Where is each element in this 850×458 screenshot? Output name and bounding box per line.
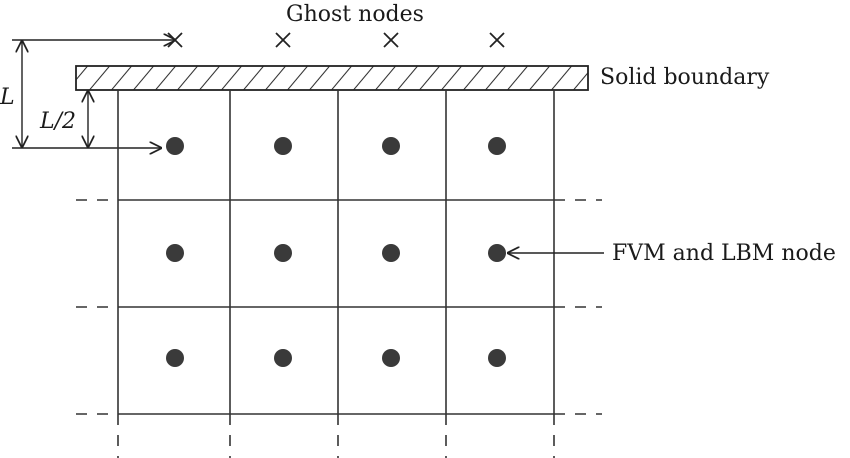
grid-lines (117, 90, 555, 415)
dimension-L (12, 40, 176, 148)
ghost-node-cross-icon (275, 32, 291, 48)
solid-boundary-label: Solid boundary (600, 65, 770, 90)
node-dot (166, 349, 184, 367)
node-dot (488, 244, 506, 262)
node-dot (166, 137, 184, 155)
node-dot (274, 244, 292, 262)
grid-continuation-dashes (76, 199, 602, 458)
ghost-nodes-label: Ghost nodes (286, 2, 424, 27)
node-dot (166, 244, 184, 262)
fvm-lbm-nodes (166, 137, 506, 367)
node-dot (488, 137, 506, 155)
node-dot (274, 137, 292, 155)
node-dot (382, 244, 400, 262)
ghost-node-cross-icon (489, 32, 505, 48)
node-dot (274, 349, 292, 367)
dimension-L-half-label: L/2 (39, 109, 76, 134)
solid-boundary-bar (75, 65, 589, 91)
ghost-node-markers (167, 32, 505, 48)
ghost-node-cross-icon (383, 32, 399, 48)
node-dot (382, 349, 400, 367)
node-dot (382, 137, 400, 155)
node-dot (488, 349, 506, 367)
node-label: FVM and LBM node (612, 241, 836, 266)
dimension-L-label: L (0, 85, 15, 110)
